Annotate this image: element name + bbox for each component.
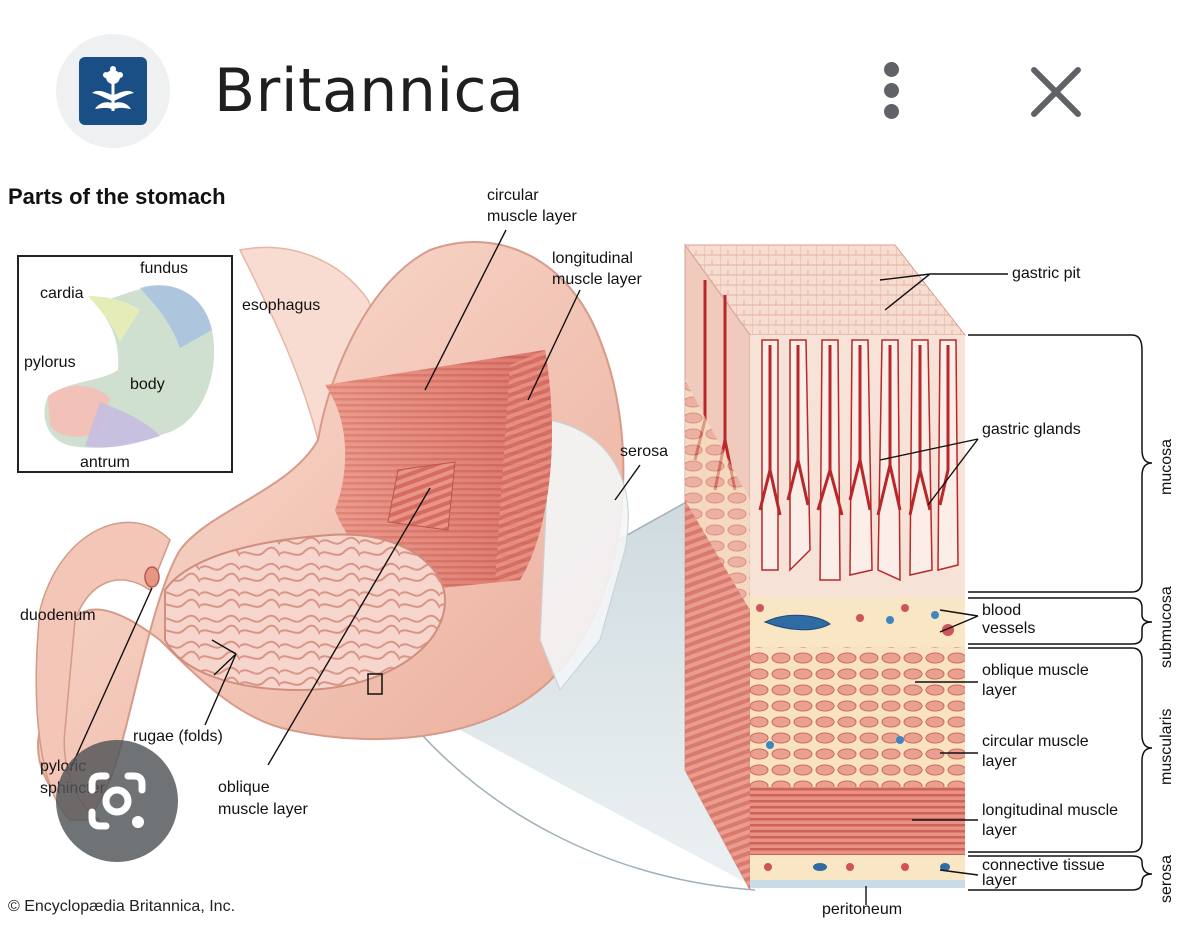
label-body: body [130, 376, 165, 393]
site-logo[interactable] [56, 34, 170, 148]
label-connective-tissue-line1: connective tissue [982, 857, 1105, 874]
label-circular-muscle-line1: circular [487, 187, 539, 204]
label-connective-tissue-line2: layer [982, 872, 1017, 889]
site-name: Britannica [214, 56, 525, 126]
copyright-notice: © Encyclopædia Britannica, Inc. [8, 898, 236, 915]
label-gastric-pit: gastric pit [1012, 265, 1081, 282]
label-blood-vessels-line1: blood [982, 602, 1022, 619]
label-longitudinal-muscle-layer-line1: longitudinal muscle [982, 802, 1119, 819]
close-button[interactable] [1024, 60, 1088, 124]
label-longitudinal-muscle-line2: muscle layer [552, 271, 642, 288]
figure-title: Parts of the stomach [8, 184, 226, 209]
app-header: Britannica [0, 0, 1179, 170]
thistle-logo-icon [79, 57, 147, 125]
bracket-label-submucosa: submucosa [1158, 586, 1175, 668]
label-pylorus: pylorus [24, 354, 76, 371]
label-rugae: rugae (folds) [133, 728, 223, 745]
label-cardia: cardia [40, 285, 84, 302]
google-lens-button[interactable] [56, 740, 178, 862]
label-serosa: serosa [620, 443, 669, 460]
stomach-illustration [17, 229, 1153, 905]
stomach-diagram-image[interactable]: Parts of the stomach fundus cardia pylor… [0, 170, 1179, 947]
label-blood-vessels-line2: vessels [982, 620, 1036, 637]
label-antrum: antrum [80, 454, 130, 471]
label-longitudinal-muscle-layer-line2: layer [982, 822, 1017, 839]
bracket-label-serosa: serosa [1158, 854, 1175, 903]
label-oblique-muscle-layer-line1: oblique muscle [982, 662, 1089, 679]
label-circular-muscle-line2: muscle layer [487, 208, 577, 225]
label-oblique-muscle-layer-line2: layer [982, 682, 1017, 699]
label-peritoneum: peritoneum [822, 901, 903, 918]
label-circular-muscle-layer-line2: layer [982, 753, 1017, 770]
label-duodenum: duodenum [20, 607, 96, 624]
label-oblique-muscle-line1: oblique [218, 779, 270, 796]
more-options-button[interactable] [872, 58, 912, 124]
google-lens-camera-icon [88, 772, 146, 830]
bracket-label-mucosa: mucosa [1158, 438, 1175, 495]
label-esophagus: esophagus [242, 297, 321, 314]
label-circular-muscle-layer-line1: circular muscle [982, 733, 1089, 750]
label-oblique-muscle-line2: muscle layer [218, 801, 308, 818]
label-gastric-glands: gastric glands [982, 421, 1081, 438]
bracket-label-muscularis: muscularis [1158, 708, 1175, 785]
close-icon [1031, 67, 1081, 117]
label-longitudinal-muscle-line1: longitudinal [552, 250, 633, 267]
label-fundus: fundus [140, 260, 189, 277]
